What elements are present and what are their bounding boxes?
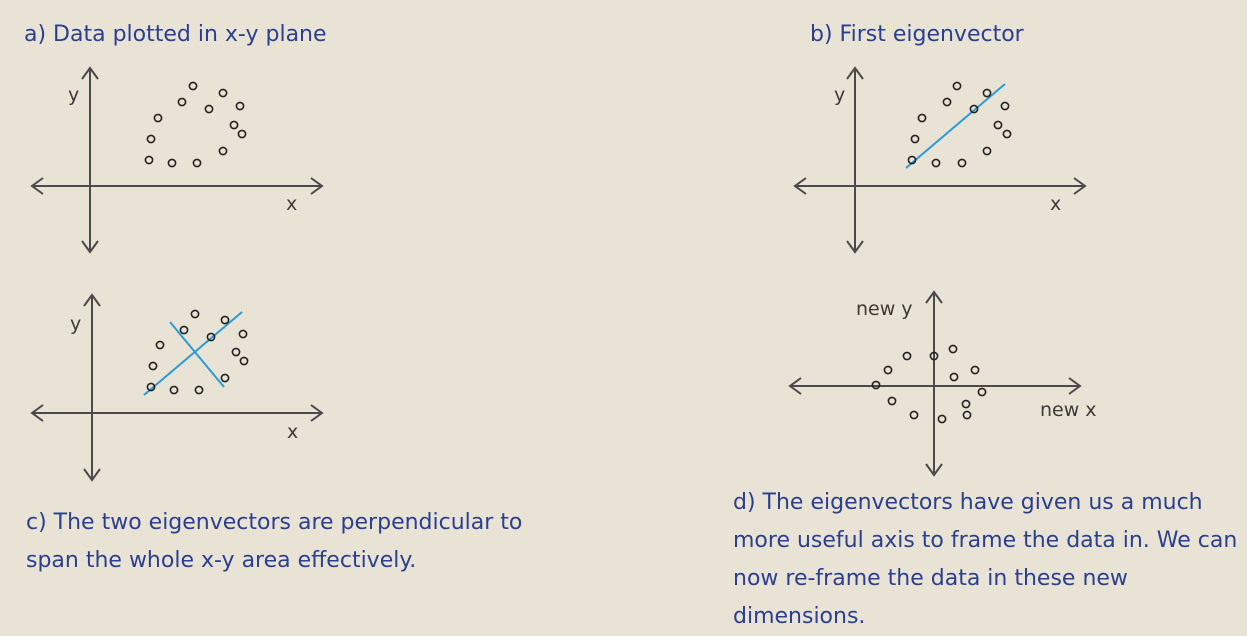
data-point [144,155,154,165]
data-point [929,351,939,361]
data-point [982,146,992,156]
panel-b-y-arrow-top [846,66,864,80]
data-point [218,146,228,156]
panel-d-new-x-label: new x [1040,399,1097,421]
data-point [218,88,228,98]
panel-d-y-arrow-bottom [925,463,943,477]
data-point [148,361,158,371]
data-point [231,347,241,357]
panel-c-y-arrow-top [83,293,101,307]
panel-d-plot: new y new x [788,290,1097,477]
data-point [948,344,958,354]
data-point [146,382,156,392]
data-point [910,134,920,144]
panel-a-points [144,81,247,168]
data-point [169,385,179,395]
panel-c-x-arrow-left [30,404,44,422]
panel-b-x-arrow-right [1073,177,1087,195]
data-point [952,81,962,91]
data-point [204,104,214,114]
data-point [188,81,198,91]
panel-b-x-arrow-left [793,177,807,195]
data-point [220,373,230,383]
panel-d-points [871,344,987,424]
panel-b-x-label: x [1050,193,1061,215]
data-point [237,129,247,139]
data-point [961,399,971,409]
panel-c-y-label: y [70,313,81,335]
data-point [962,410,972,420]
data-point [238,329,248,339]
data-point [937,414,947,424]
data-point [220,315,230,325]
data-point [931,158,941,168]
panel-c-eigenvector-2 [169,321,225,388]
panel-c-y-arrow-bottom [83,468,101,482]
data-point [917,113,927,123]
data-point [909,410,919,420]
data-point [1002,129,1012,139]
data-point [887,396,897,406]
caption-panel-a: a) Data plotted in x-y plane [24,22,327,47]
data-point [167,158,177,168]
panel-a-y-arrow-bottom [81,240,99,254]
data-point [153,113,163,123]
data-point [194,385,204,395]
data-point [206,332,216,342]
data-point [942,97,952,107]
data-point [146,134,156,144]
data-point [239,356,249,366]
panel-b-points [907,81,1012,168]
panel-c-points [146,309,249,395]
panel-a-x-arrow-right [310,177,324,195]
data-point [1000,101,1010,111]
caption-panel-b: b) First eigenvector [810,22,1024,47]
panel-b-y-arrow-bottom [846,240,864,254]
data-point [883,365,893,375]
data-point [993,120,1003,130]
data-point [970,365,980,375]
data-point [235,101,245,111]
panel-b-eigenvector [905,83,1006,169]
data-point [902,351,912,361]
data-point [871,380,881,390]
panel-a-x-arrow-left [30,177,44,195]
caption-panel-c: c) The two eigenvectors are perpendicula… [26,510,523,573]
panel-d-y-arrow-top [925,290,943,304]
data-point [949,372,959,382]
data-point [969,104,979,114]
data-point [907,155,917,165]
panel-d-x-arrow-right [1068,377,1082,395]
data-point [155,340,165,350]
panel-a-x-label: x [286,193,297,215]
data-point [957,158,967,168]
panel-d-x-arrow-left [788,377,802,395]
data-point [192,158,202,168]
data-point [982,88,992,98]
panel-a-y-arrow-top [81,66,99,80]
panel-c-x-arrow-right [310,404,324,422]
panel-c-x-label: x [287,421,298,443]
panel-b-plot: y x [793,66,1087,254]
panel-c-eigenvector-1 [143,311,243,396]
panel-a-plot: y x [30,66,324,254]
data-point [977,387,987,397]
data-point [177,97,187,107]
data-point [229,120,239,130]
data-point [190,309,200,319]
panel-d-new-y-label: new y [856,298,913,320]
panel-c-plot: y x [30,293,324,482]
panel-a-y-label: y [68,84,79,106]
panel-b-y-label: y [834,84,845,106]
data-point [179,325,189,335]
